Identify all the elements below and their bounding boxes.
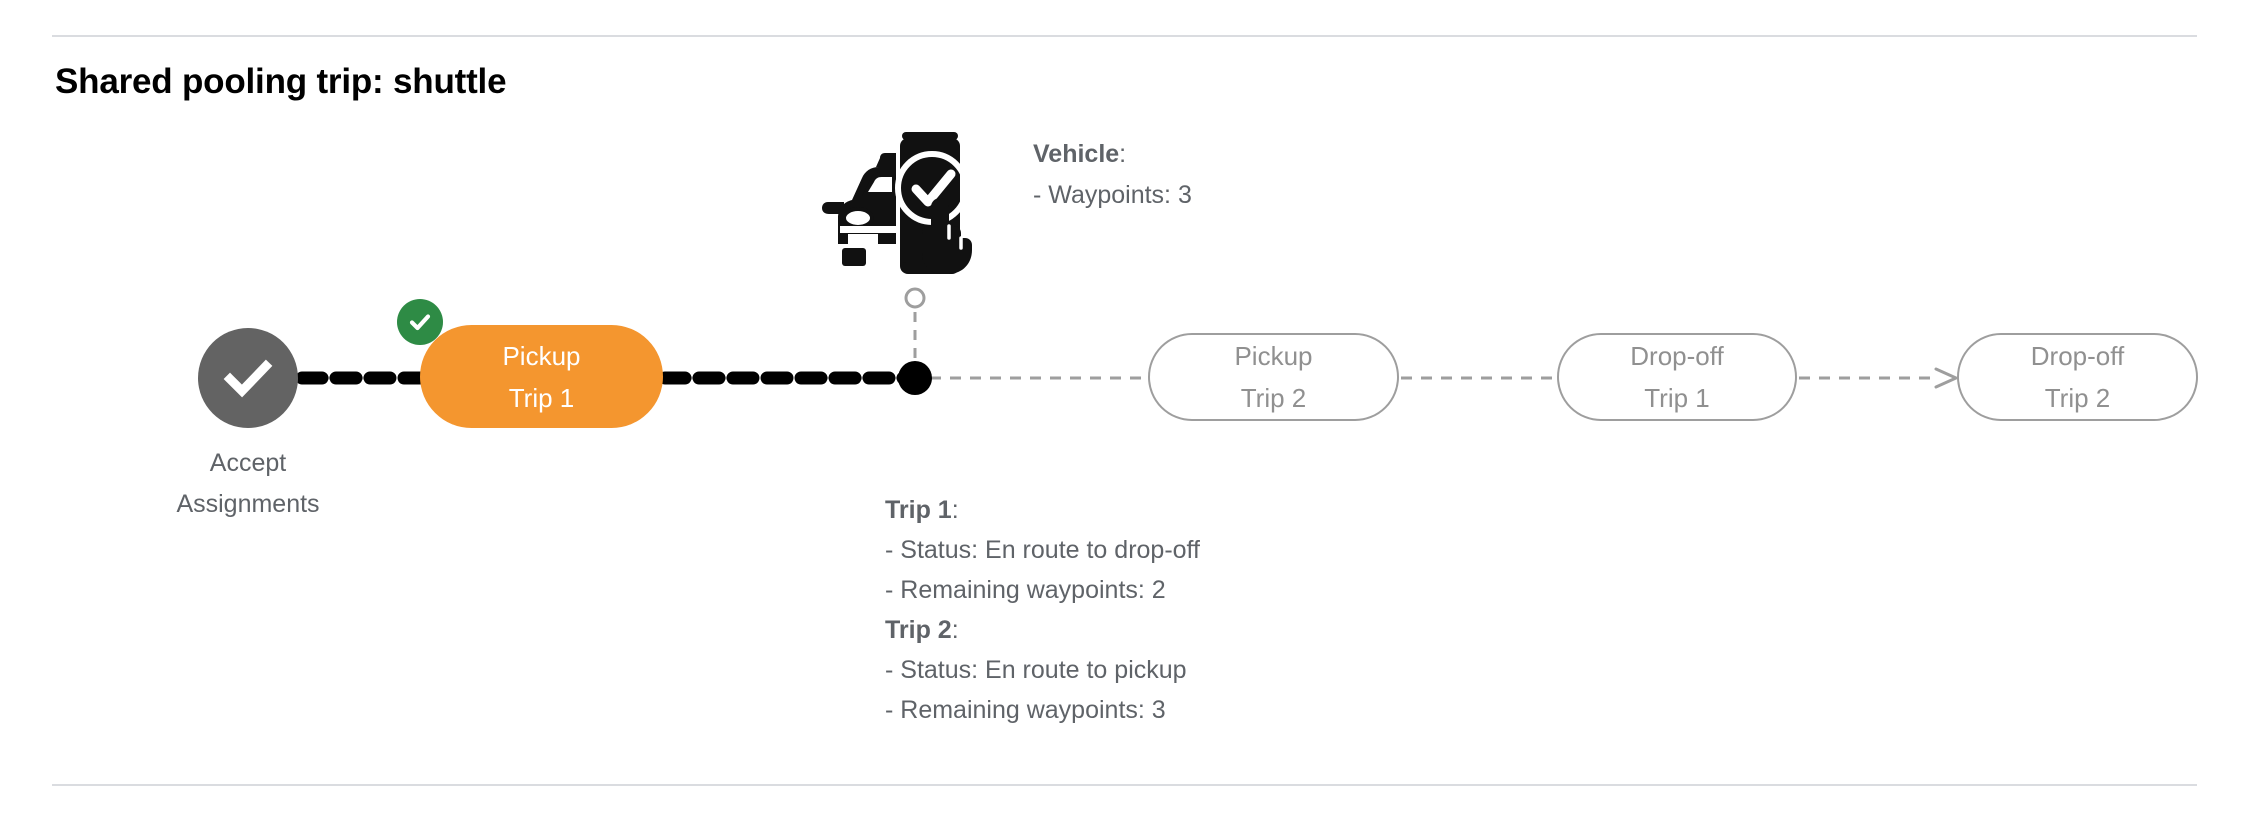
top-divider bbox=[52, 35, 2197, 37]
trip2-heading: Trip 2: bbox=[885, 610, 1200, 650]
flow-step-pickup-trip-2[interactable]: Pickup Trip 2 bbox=[1148, 333, 1399, 421]
trip1-heading-label: Trip 1 bbox=[885, 496, 952, 524]
flow-step-dropoff-trip-2[interactable]: Drop-off Trip 2 bbox=[1957, 333, 2198, 421]
vehicle-waypoints-line: - Waypoints: 3 bbox=[1033, 181, 1192, 209]
trip-info-block: Trip 1: - Status: En route to drop-off -… bbox=[885, 490, 1200, 730]
flow-step-label-line2: Trip 1 bbox=[1644, 383, 1710, 413]
flow-step-label-line1: Pickup bbox=[1234, 341, 1313, 371]
trip2-heading-label: Trip 2 bbox=[885, 616, 952, 644]
vehicle-heading-label: Vehicle bbox=[1033, 140, 1120, 168]
trip1-waypoints-line: - Remaining waypoints: 2 bbox=[885, 576, 1166, 604]
trip2-status-line: - Status: En route to pickup bbox=[885, 656, 1187, 684]
start-node-label: Accept Assignments bbox=[176, 449, 320, 518]
flow-step-label-line1: Pickup bbox=[502, 340, 581, 371]
vehicle-info-heading: Vehicle: bbox=[1033, 134, 1192, 175]
flow-step-label-line2: Trip 1 bbox=[508, 382, 575, 413]
flow-step-dropoff-trip-1[interactable]: Drop-off Trip 1 bbox=[1557, 333, 1797, 421]
trip1-heading: Trip 1: bbox=[885, 490, 1200, 530]
page-title: Shared pooling trip: shuttle bbox=[55, 62, 507, 101]
flow-step-label-line1: Drop-off bbox=[1630, 341, 1724, 371]
trip1-heading-colon: : bbox=[951, 496, 959, 524]
flow-step-label-line1: Drop-off bbox=[2030, 341, 2125, 371]
bottom-divider bbox=[52, 784, 2197, 786]
start-node-accept-assignments[interactable] bbox=[198, 328, 298, 428]
check-circle-icon bbox=[216, 346, 280, 410]
flow-step-label-line2: Trip 2 bbox=[1240, 383, 1307, 413]
flow-step-pickup-trip-1[interactable]: Pickup Trip 1 bbox=[420, 325, 663, 428]
vehicle-info-block: Vehicle: - Waypoints: 3 bbox=[1033, 134, 1192, 216]
flow-step-label-line2: Trip 2 bbox=[2044, 383, 2111, 413]
trip1-status-line: - Status: En route to drop-off bbox=[885, 536, 1200, 564]
check-badge-icon bbox=[397, 299, 443, 345]
trip2-heading-colon: : bbox=[951, 616, 959, 644]
vehicle-heading-colon: : bbox=[1119, 140, 1127, 168]
car-phone-check-icon bbox=[818, 122, 978, 282]
trip2-waypoints-line: - Remaining waypoints: 3 bbox=[885, 696, 1166, 724]
